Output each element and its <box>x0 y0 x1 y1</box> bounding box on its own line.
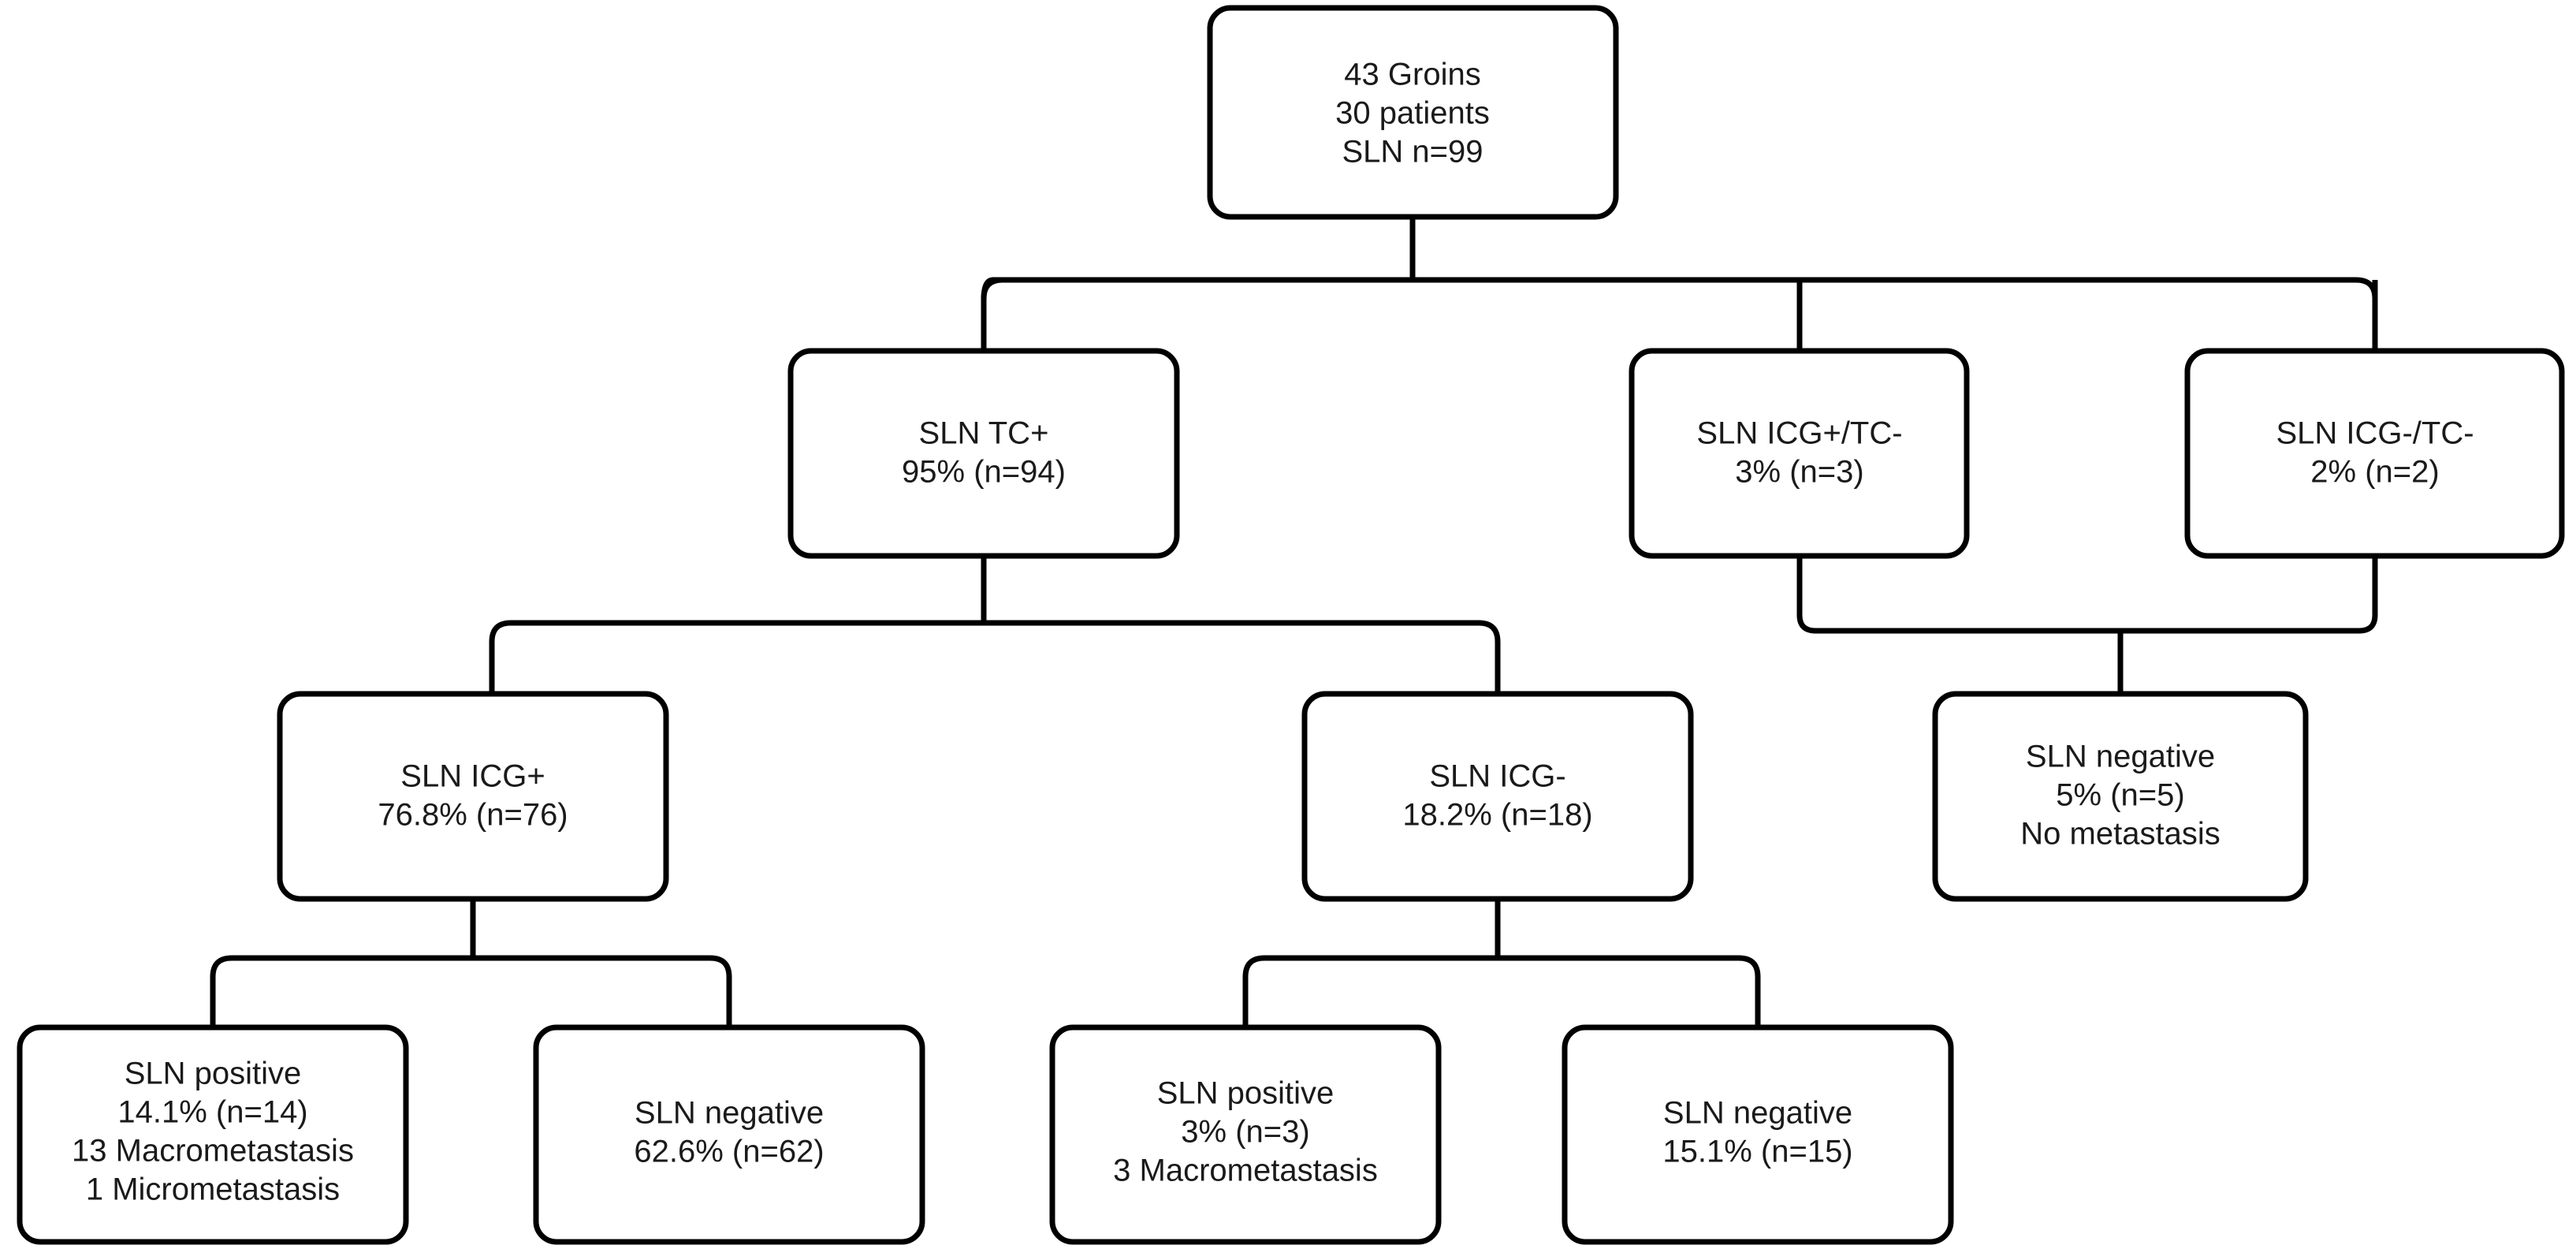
node-box-root-cohort[interactable] <box>1207 5 1619 220</box>
node-line: 13 Macrometastasis <box>72 1134 354 1169</box>
node-line: 18.2% (n=18) <box>1402 798 1592 833</box>
node-sln-tc-positive[interactable]: SLN TC+ 95% (n=94) <box>787 348 1180 559</box>
node-line: SLN negative <box>2026 740 2215 774</box>
node-line: SLN TC+ <box>919 416 1049 451</box>
node-line: SLN negative <box>635 1096 824 1131</box>
node-line: 1 Micrometastasis <box>86 1172 340 1207</box>
node-box-sln-icg-negative-tc-negative[interactable] <box>2184 348 2565 559</box>
edge-merge-left-stem <box>1796 556 2120 634</box>
node-box-sln-positive-3[interactable] <box>1049 1024 1442 1245</box>
node-sln-negative-62[interactable]: SLN negative 62.6% (n=62) <box>533 1024 925 1245</box>
node-root-cohort[interactable]: 43 Groins 30 patients SLN n=99 <box>1207 5 1619 220</box>
node-sln-positive-3[interactable]: SLN positive 3% (n=3) 3 Macrometastasis <box>1049 1024 1442 1245</box>
node-box-sln-icg-positive[interactable] <box>277 691 669 902</box>
node-layer: 43 Groins 30 patients SLN n=99 SLN TC+ 9… <box>17 5 2565 1245</box>
node-box-sln-icg-positive-tc-negative[interactable] <box>1629 348 1970 559</box>
node-sln-negative-15[interactable]: SLN negative 15.1% (n=15) <box>1562 1024 1954 1245</box>
node-box-sln-negative-no-metastasis[interactable] <box>1932 691 2309 902</box>
node-sln-icg-negative[interactable]: SLN ICG- 18.2% (n=18) <box>1301 691 1694 902</box>
node-box-sln-positive-14[interactable] <box>17 1024 409 1245</box>
node-sln-negative-no-metastasis[interactable]: SLN negative 5% (n=5) No metastasis <box>1932 691 2309 902</box>
node-box-sln-tc-positive[interactable] <box>787 348 1180 559</box>
node-line: SLN ICG-/TC- <box>2276 416 2474 451</box>
node-box-sln-negative-62[interactable] <box>533 1024 925 1245</box>
node-line: 3% (n=3) <box>1735 455 1863 490</box>
edge-icgneg-bus-right <box>1498 955 1761 1027</box>
edge-icgneg-bus-left <box>1242 955 1498 1027</box>
edge-root-bus-right-corner <box>1003 277 2378 351</box>
node-line: 2% (n=2) <box>2310 455 2439 490</box>
node-box-sln-negative-15[interactable] <box>1562 1024 1954 1245</box>
edge-merge-right-stem <box>2120 556 2378 634</box>
edge-tcpos-bus-left <box>489 620 984 694</box>
edge-root-to-level2 <box>981 217 2378 351</box>
edge-root-bus-left-corner <box>981 277 1003 351</box>
node-line: 62.6% (n=62) <box>634 1135 824 1169</box>
node-line: SLN n=99 <box>1342 135 1483 170</box>
node-line: 5% (n=5) <box>2056 778 2184 813</box>
node-line: 76.8% (n=76) <box>378 798 568 833</box>
node-sln-icg-negative-tc-negative[interactable]: SLN ICG-/TC- 2% (n=2) <box>2184 348 2565 559</box>
node-line: 43 Groins <box>1344 58 1480 92</box>
node-line: SLN ICG+ <box>400 759 545 794</box>
node-line: 3% (n=3) <box>1181 1115 1309 1150</box>
node-line: SLN ICG+/TC- <box>1696 416 1902 451</box>
node-line: 3 Macrometastasis <box>1113 1154 1378 1188</box>
node-line: No metastasis <box>2020 817 2220 852</box>
node-sln-positive-14[interactable]: SLN positive 14.1% (n=14) 13 Macrometast… <box>17 1024 409 1245</box>
edge-icgpos-bus-left <box>210 955 473 1027</box>
node-box-sln-icg-negative[interactable] <box>1301 691 1694 902</box>
node-line: 30 patients <box>1335 96 1490 131</box>
node-line: SLN positive <box>125 1057 302 1091</box>
edge-tcpos-bus-right <box>984 620 1501 694</box>
node-sln-icg-positive-tc-negative[interactable]: SLN ICG+/TC- 3% (n=3) <box>1629 348 1970 559</box>
node-line: SLN negative <box>1663 1096 1852 1131</box>
node-line: 95% (n=94) <box>902 455 1066 490</box>
node-line: 15.1% (n=15) <box>1662 1135 1852 1169</box>
node-line: 14.1% (n=14) <box>117 1095 307 1130</box>
connector-layer <box>210 217 2378 1027</box>
node-line: SLN positive <box>1157 1076 1335 1111</box>
edge-icgpos-bus-right <box>473 955 732 1027</box>
node-line: SLN ICG- <box>1429 759 1565 794</box>
node-sln-icg-positive[interactable]: SLN ICG+ 76.8% (n=76) <box>277 691 669 902</box>
